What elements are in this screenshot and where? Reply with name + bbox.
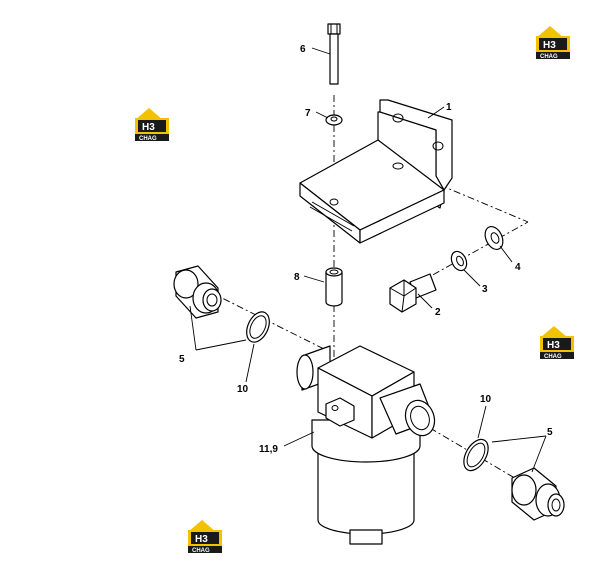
callout-6: 6 (300, 44, 306, 55)
watermark-top-text: H3 (543, 40, 556, 51)
callout-8: 8 (294, 272, 300, 283)
axis-washers (419, 221, 529, 283)
callout-5-left: 5 (179, 354, 185, 365)
part-10-right-oring (463, 438, 489, 472)
axis-left-fitting (209, 291, 331, 353)
watermark-bottom-text: CHAG (139, 136, 157, 142)
part-5-right-fitting (511, 467, 565, 521)
part-8-spacer (325, 267, 343, 307)
watermark-bottom-text: CHAG (540, 54, 558, 60)
watermark-bottom-text: CHAG (544, 354, 562, 360)
part-2-hex-bolt (389, 273, 437, 313)
part-1-bracket (299, 99, 453, 244)
watermark-top-text: H3 (547, 340, 560, 351)
callout-10-right: 10 (480, 394, 492, 405)
watermark-logo-upper-left: H3 CHAG (135, 108, 169, 142)
callout-1: 1 (446, 102, 452, 113)
part-5-left-fitting (173, 265, 222, 319)
leader-lines (189, 47, 547, 473)
callout-3: 3 (482, 284, 488, 295)
callout-10-left: 10 (237, 384, 249, 395)
callout-5-right: 5 (547, 427, 553, 438)
part-7-nut (325, 114, 343, 126)
callout-4: 4 (515, 262, 521, 273)
callout-7: 7 (305, 108, 311, 119)
watermark-top-text: H3 (142, 122, 155, 133)
watermark-logo-middle-right: H3 CHAG (540, 326, 574, 360)
watermark-top-text: H3 (195, 534, 208, 545)
part-11-9-filter (296, 345, 436, 545)
watermark-bottom-text: CHAG (192, 548, 210, 554)
callout-2: 2 (435, 307, 441, 318)
part-3-lock-washer (450, 250, 468, 272)
watermark-logo-bottom-left: H3 CHAG (188, 520, 222, 554)
part-10-left-oring (246, 311, 270, 343)
part-6-bolt (327, 23, 341, 85)
watermark-logo-top-right: H3 CHAG (536, 26, 570, 60)
callout-11-9: 11,9 (259, 444, 278, 455)
part-4-washer (484, 226, 504, 250)
axis-bracket-to-washers (439, 184, 529, 223)
